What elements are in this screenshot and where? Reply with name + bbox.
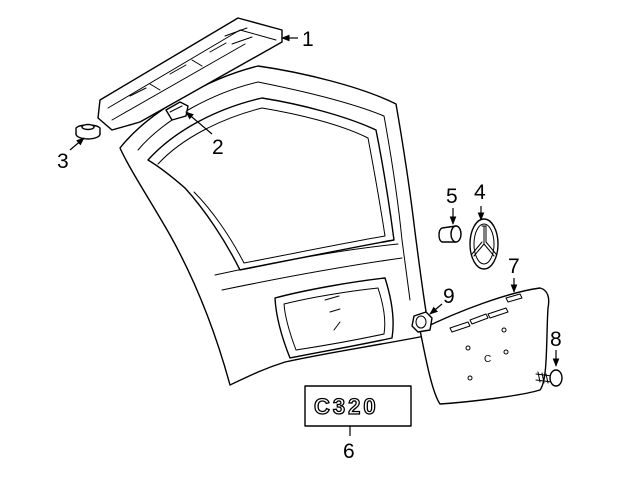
callout-3: 3 xyxy=(57,150,69,173)
callout-2: 2 xyxy=(212,136,224,159)
callout-4: 4 xyxy=(474,181,486,204)
badge-text: C320 xyxy=(314,394,379,419)
spoiler-part-1 xyxy=(97,17,283,131)
leader-9 xyxy=(429,303,443,315)
bracket-part-2 xyxy=(165,101,189,121)
callout-5: 5 xyxy=(446,185,458,208)
leader-3 xyxy=(69,137,85,151)
callout-7: 7 xyxy=(508,255,520,278)
leader-2 xyxy=(185,111,213,135)
cap-part-3 xyxy=(75,123,101,140)
badge-part-6: C320 xyxy=(304,385,412,427)
emblem-part-4 xyxy=(469,218,499,270)
lamp-panel-part-7: C xyxy=(419,287,550,405)
callout-9: 9 xyxy=(443,285,455,308)
grommet-part-5 xyxy=(438,225,462,243)
liftgate-panel xyxy=(119,65,431,386)
callout-8: 8 xyxy=(550,328,562,351)
nut-part-9 xyxy=(411,311,433,333)
callout-1: 1 xyxy=(302,28,314,51)
screw-part-8 xyxy=(535,369,563,387)
callout-6: 6 xyxy=(343,440,355,463)
lamp-panel-mark: C xyxy=(484,354,491,365)
